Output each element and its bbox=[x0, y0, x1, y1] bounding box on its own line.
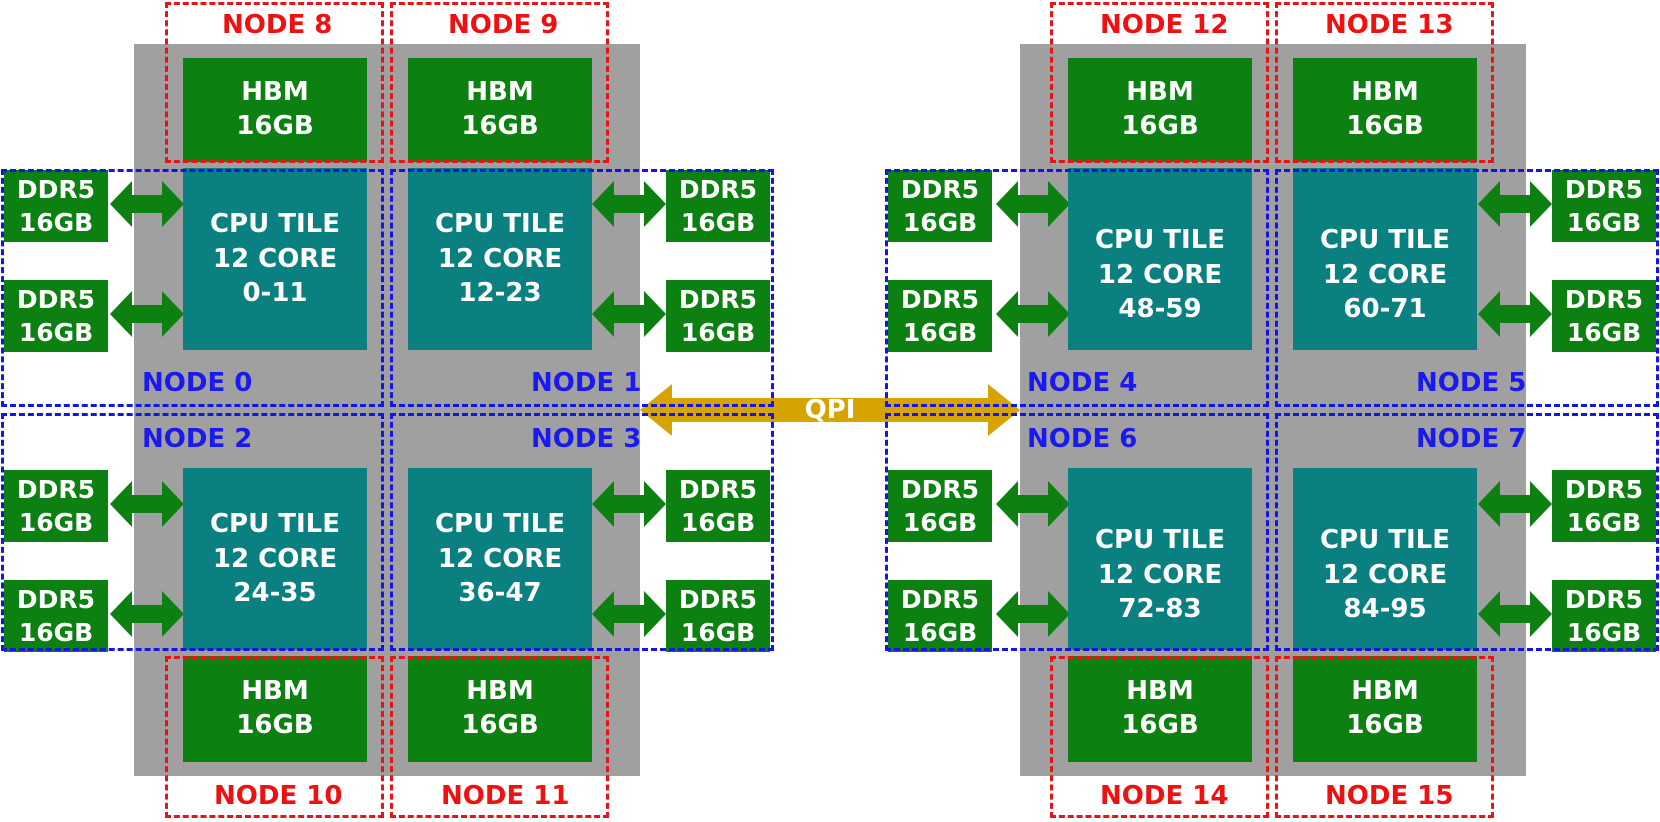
node-7-boundary bbox=[1275, 413, 1659, 651]
node-0-label: NODE 0 bbox=[142, 368, 253, 398]
ddr-link-arrow bbox=[1478, 291, 1552, 337]
node-1-label: NODE 1 bbox=[531, 368, 642, 398]
node-2-label: NODE 2 bbox=[142, 424, 253, 454]
node-5-boundary bbox=[1275, 169, 1659, 407]
node-4-label: NODE 4 bbox=[1027, 368, 1138, 398]
node-12-boundary bbox=[1050, 2, 1269, 163]
node-15-label: NODE 15 bbox=[1325, 781, 1454, 811]
node-7-label: NODE 7 bbox=[1416, 424, 1527, 454]
ddr-link-arrow bbox=[996, 591, 1070, 637]
node-14-label: NODE 14 bbox=[1100, 781, 1229, 811]
node-4-boundary bbox=[885, 169, 1269, 407]
ddr-link-arrow bbox=[1478, 181, 1552, 227]
node-10-label: NODE 10 bbox=[214, 781, 343, 811]
node-9-label: NODE 9 bbox=[448, 10, 559, 40]
node-6-label: NODE 6 bbox=[1027, 424, 1138, 454]
node-1-boundary bbox=[390, 169, 774, 407]
node-13-boundary bbox=[1275, 2, 1494, 163]
node-11-boundary bbox=[390, 656, 609, 818]
qpi-label: QPI bbox=[804, 395, 856, 425]
ddr-link-arrow bbox=[110, 481, 184, 527]
socket-right bbox=[1020, 44, 1526, 776]
node-3-boundary bbox=[390, 413, 774, 651]
ddr-link-arrow bbox=[592, 591, 666, 637]
node-6-boundary bbox=[885, 413, 1269, 651]
ddr-link-arrow bbox=[592, 181, 666, 227]
ddr-link-arrow bbox=[592, 291, 666, 337]
node-14-boundary bbox=[1050, 656, 1269, 818]
node-9-boundary bbox=[390, 2, 609, 163]
node-15-boundary bbox=[1275, 656, 1494, 818]
ddr-link-arrow bbox=[110, 181, 184, 227]
node-2-boundary bbox=[1, 413, 384, 651]
ddr-link-arrow bbox=[110, 591, 184, 637]
node-11-label: NODE 11 bbox=[441, 781, 570, 811]
ddr-link-arrow bbox=[996, 481, 1070, 527]
qpi-arrow bbox=[640, 384, 1020, 436]
node-3-label: NODE 3 bbox=[531, 424, 642, 454]
ddr-link-arrow bbox=[1478, 591, 1552, 637]
socket-left bbox=[134, 44, 640, 776]
ddr-link-arrow bbox=[592, 481, 666, 527]
node-0-boundary bbox=[1, 169, 384, 407]
ddr-link-arrow bbox=[996, 181, 1070, 227]
node-8-label: NODE 8 bbox=[222, 10, 333, 40]
node-12-label: NODE 12 bbox=[1100, 10, 1229, 40]
ddr-link-arrow bbox=[110, 291, 184, 337]
node-13-label: NODE 13 bbox=[1325, 10, 1454, 40]
node-10-boundary bbox=[165, 656, 384, 818]
node-8-boundary bbox=[165, 2, 384, 163]
ddr-link-arrow bbox=[1478, 481, 1552, 527]
ddr-link-arrow bbox=[996, 291, 1070, 337]
node-5-label: NODE 5 bbox=[1416, 368, 1527, 398]
